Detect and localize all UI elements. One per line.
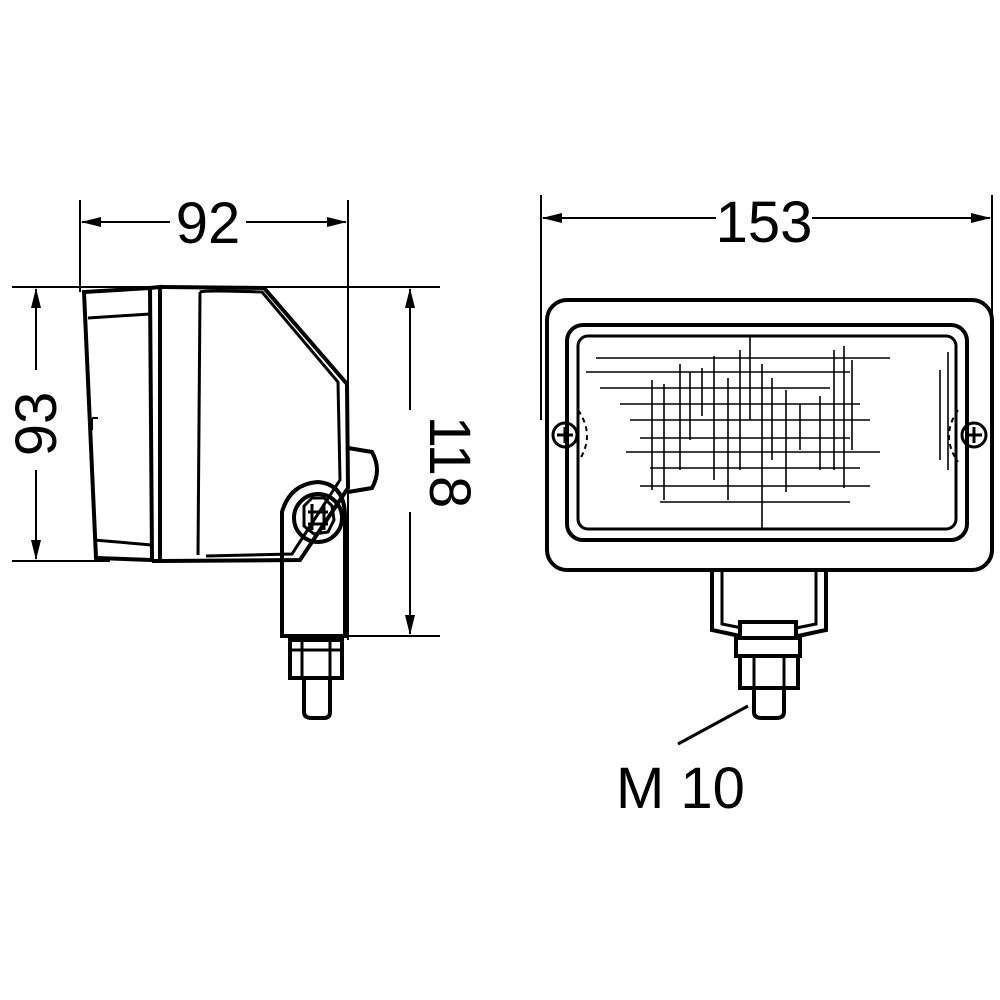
side-bracket — [280, 479, 348, 720]
front-lens-frame — [565, 323, 969, 542]
dim-118-label: 118 — [417, 416, 482, 508]
dim-92-label: 92 — [176, 191, 241, 256]
side-lamp-body — [81, 284, 379, 563]
screw-left — [551, 409, 588, 463]
side-view: 92 93 118 — [4, 191, 482, 720]
dim-92: 92 — [81, 191, 347, 256]
front-view: 153 — [540, 190, 994, 821]
lens-pattern — [586, 336, 949, 528]
front-bracket — [710, 570, 828, 720]
dim-118: 118 — [405, 288, 482, 635]
front-housing — [545, 298, 994, 572]
thread-label: M 10 — [616, 756, 745, 821]
dim-153: 153 — [542, 190, 991, 255]
dim-93: 93 — [4, 288, 69, 560]
dim-93-label: 93 — [4, 392, 69, 457]
front-lens — [576, 334, 958, 531]
thread-leader — [677, 704, 749, 746]
screw-right — [948, 409, 988, 463]
dim-153-label: 153 — [716, 190, 813, 255]
